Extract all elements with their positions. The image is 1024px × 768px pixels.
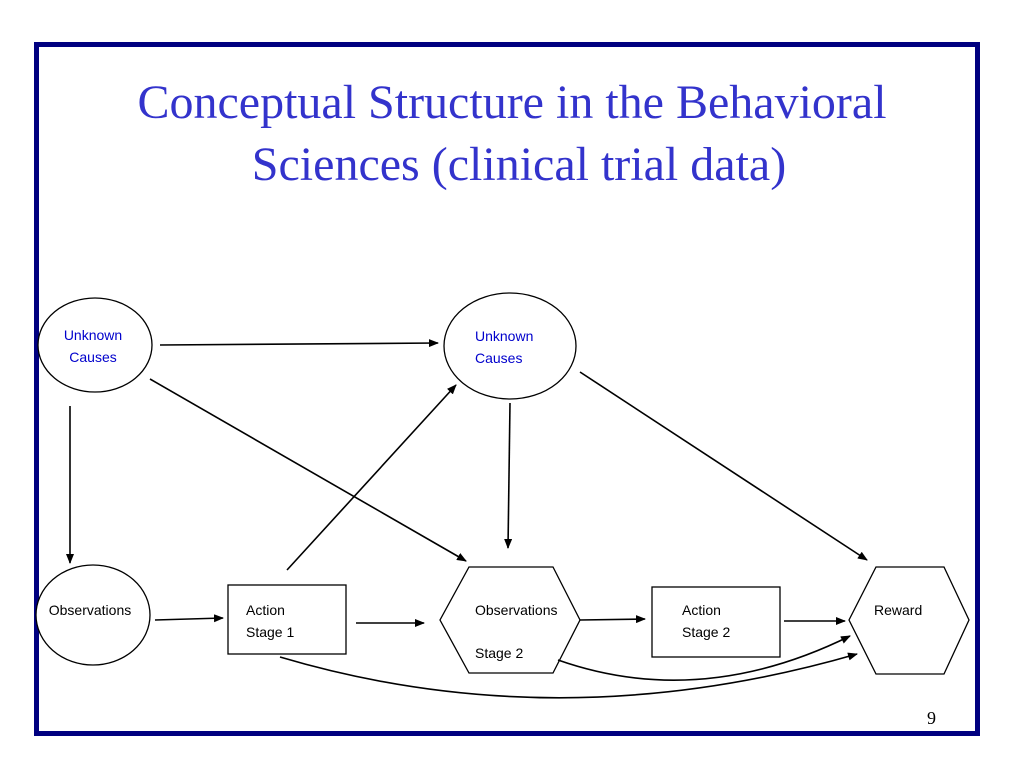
action-stage-2-label-line-1: Action: [682, 602, 721, 618]
observations-1-shape: [35, 564, 151, 666]
unknown-causes-2-shape: [443, 292, 577, 400]
slide-title-line-2: Sciences (clinical trial data): [251, 138, 787, 191]
node-action-stage-2: Action Stage 2: [651, 586, 781, 658]
edge-observations-1-to-action-stage-1: [154, 614, 224, 623]
edge-unknown-causes-2-to-reward: [579, 371, 868, 561]
edge-observations-stage-2-to-reward: [557, 635, 851, 681]
action-stage-1-label-line-1: Action: [246, 602, 285, 618]
action-stage-2-shape: [651, 586, 781, 658]
action-stage-1-label-line-2: Stage 1: [246, 624, 294, 640]
edge-action-stage-1-to-reward: [279, 652, 858, 699]
edge-unknown-causes-1-to-observations-stage-2: [149, 378, 467, 562]
slide-title-line-1: Conceptual Structure in the Behavioral: [137, 76, 887, 129]
edge-action-stage-1-to-unknown-causes-2: [286, 384, 457, 571]
edge-unknown-causes-1-to-unknown-causes-2: [159, 339, 439, 348]
slide-title: Conceptual Structure in the Behavioral S…: [40, 72, 984, 196]
node-unknown-causes-1: Unknown Causes: [37, 297, 153, 393]
unknown-causes-1-shape: [37, 297, 153, 393]
observations-1-label: Observations: [49, 602, 131, 618]
unknown-causes-2-label-line-1: Unknown: [475, 328, 533, 344]
action-stage-2-label-line-2: Stage 2: [682, 624, 730, 640]
edges: [66, 339, 868, 699]
observations-stage-2-label-line-1: Observations: [475, 602, 557, 618]
page-number: 9: [927, 708, 936, 728]
unknown-causes-1-label-line-1: Unknown: [64, 327, 122, 343]
reward-label: Reward: [874, 602, 922, 618]
node-reward: Reward: [848, 566, 970, 675]
unknown-causes-2-label-line-2: Causes: [475, 350, 522, 366]
node-observations-stage-2: Observations Stage 2: [439, 566, 581, 674]
node-action-stage-1: Action Stage 1: [227, 584, 347, 655]
observations-stage-2-shape: [439, 566, 581, 674]
edge-observations-stage-2-to-action-stage-2: [579, 615, 646, 624]
action-stage-1-shape: [227, 584, 347, 655]
reward-shape: [848, 566, 970, 675]
observations-stage-2-label-line-2: Stage 2: [475, 645, 523, 661]
node-observations-1: Observations: [35, 564, 151, 666]
node-unknown-causes-2: Unknown Causes: [443, 292, 577, 400]
edge-unknown-causes-2-to-observations-stage-2: [504, 402, 513, 549]
unknown-causes-1-label-line-2: Causes: [69, 349, 116, 365]
